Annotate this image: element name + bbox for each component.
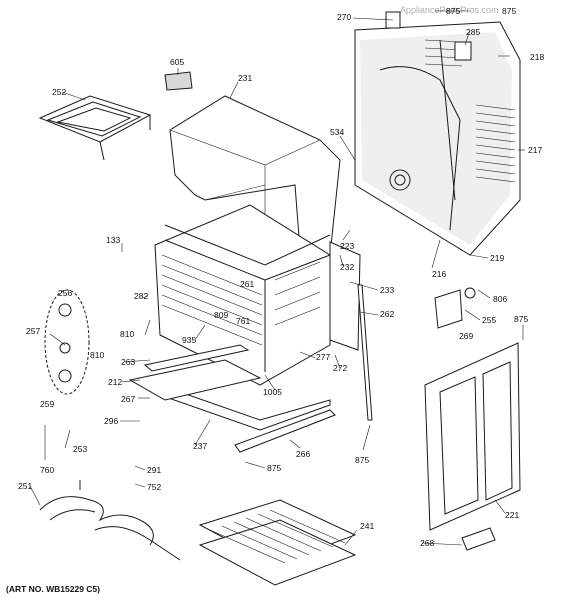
callout: 269 (459, 331, 473, 341)
callout: 217 (528, 145, 542, 155)
callout: 296 (104, 416, 118, 426)
callout: 223 (340, 241, 354, 251)
callout: 875 (446, 6, 460, 16)
callout: 806 (493, 294, 507, 304)
callout: 221 (505, 510, 519, 520)
callout: 752 (147, 482, 161, 492)
drawer-slide (234, 409, 336, 453)
callout: 534 (330, 127, 344, 137)
callout: 212 (108, 377, 122, 387)
callout: 277 (316, 352, 330, 362)
callout: 875 (355, 455, 369, 465)
callout: 761 (236, 316, 250, 326)
callout: 251 (18, 481, 32, 491)
hinge-bracket (434, 289, 463, 329)
callout: 233 (380, 285, 394, 295)
callout: 266 (296, 449, 310, 459)
callout: 252 (52, 87, 66, 97)
callout: 231 (238, 73, 252, 83)
callout: 810 (90, 350, 104, 360)
callout: 875 (514, 314, 528, 324)
side-bracket (329, 241, 361, 351)
callout: 256 (58, 288, 72, 298)
callout: 237 (193, 441, 207, 451)
callout: 285 (466, 27, 480, 37)
insulation-pad (165, 72, 192, 90)
callout: 268 (420, 538, 434, 548)
callout: 257 (26, 326, 40, 336)
callout: 261 (240, 279, 254, 289)
callout: 262 (380, 309, 394, 319)
callout: 1005 (263, 387, 282, 397)
rear-panel (354, 21, 521, 256)
callout: 875 (502, 6, 516, 16)
callout: 935 (182, 335, 196, 345)
callout: 232 (340, 262, 354, 272)
art-number: (ART NO. WB15229 C5) (6, 584, 100, 594)
oven-door (424, 342, 521, 531)
callout: 216 (432, 269, 446, 279)
callout: 809 (214, 310, 228, 320)
callout-labels: 270 875 875 285 218 605 231 252 534 217 … (18, 6, 544, 548)
trim-strip (357, 284, 373, 421)
callout: 810 (120, 329, 134, 339)
sensor-group (44, 289, 90, 395)
callout: 255 (482, 315, 496, 325)
watermark: AppliancePartsPros.com (400, 5, 499, 15)
oven-racks (198, 499, 357, 586)
callout: 133 (106, 235, 120, 245)
callout: 270 (337, 12, 351, 22)
callout: 875 (267, 463, 281, 473)
callout: 291 (147, 465, 161, 475)
callout: 263 (121, 357, 135, 367)
callout: 219 (490, 253, 504, 263)
callout: 218 (530, 52, 544, 62)
callout: 760 (40, 465, 54, 475)
broil-element (38, 95, 152, 161)
callout: 282 (134, 291, 148, 301)
bottom-panel (128, 359, 262, 401)
leader-lines (29, 10, 525, 546)
callout: 253 (73, 444, 87, 454)
callout: 605 (170, 57, 184, 67)
bake-element (39, 480, 181, 561)
callout: 272 (333, 363, 347, 373)
callout: 267 (121, 394, 135, 404)
door-handle-part (461, 527, 496, 551)
callout: 259 (40, 399, 54, 409)
callout: 241 (360, 521, 374, 531)
